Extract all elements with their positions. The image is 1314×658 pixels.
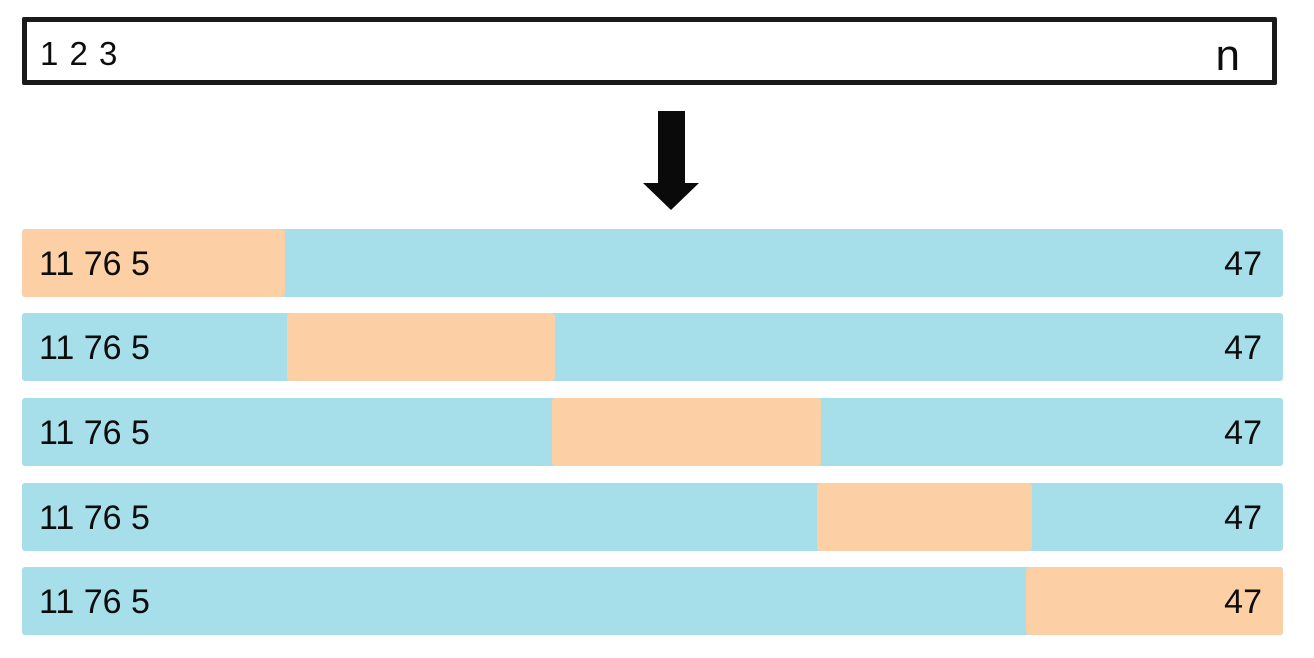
- sliding-window-segment: [1026, 567, 1283, 635]
- sliding-window-segment: [552, 398, 821, 466]
- window-row-1: 11 76 5 47: [22, 229, 1283, 297]
- window-row-5: 11 76 5 47: [22, 567, 1283, 635]
- row-labels: 11 76 5 47: [22, 398, 1283, 466]
- sliding-window-segment: [817, 483, 1032, 551]
- array-end-label: n: [1215, 31, 1240, 80]
- row-right-label: 47: [1224, 329, 1262, 367]
- row-left-label: 11 76 5: [39, 414, 150, 452]
- window-row-3: 11 76 5 47: [22, 398, 1283, 466]
- sliding-window-segment: [22, 229, 285, 297]
- array-box: 1 2 3 n: [22, 17, 1277, 85]
- row-left-label: 11 76 5: [39, 329, 150, 367]
- row-labels: 11 76 5 47: [22, 567, 1283, 635]
- row-labels: 11 76 5 47: [22, 483, 1283, 551]
- window-row-2: 11 76 5 47: [22, 313, 1283, 381]
- down-arrow-icon: [643, 111, 699, 210]
- window-row-4: 11 76 5 47: [22, 483, 1283, 551]
- row-right-label: 47: [1224, 245, 1262, 283]
- row-right-label: 47: [1224, 583, 1262, 621]
- row-labels: 11 76 5 47: [22, 313, 1283, 381]
- sliding-window-segment: [287, 313, 555, 381]
- row-right-label: 47: [1224, 499, 1262, 537]
- array-start-label: 1 2 3: [40, 35, 119, 72]
- row-left-label: 11 76 5: [39, 583, 150, 621]
- row-left-label: 11 76 5: [39, 499, 150, 537]
- row-labels: 11 76 5 47: [22, 229, 1283, 297]
- row-left-label: 11 76 5: [39, 245, 150, 283]
- row-right-label: 47: [1224, 414, 1262, 452]
